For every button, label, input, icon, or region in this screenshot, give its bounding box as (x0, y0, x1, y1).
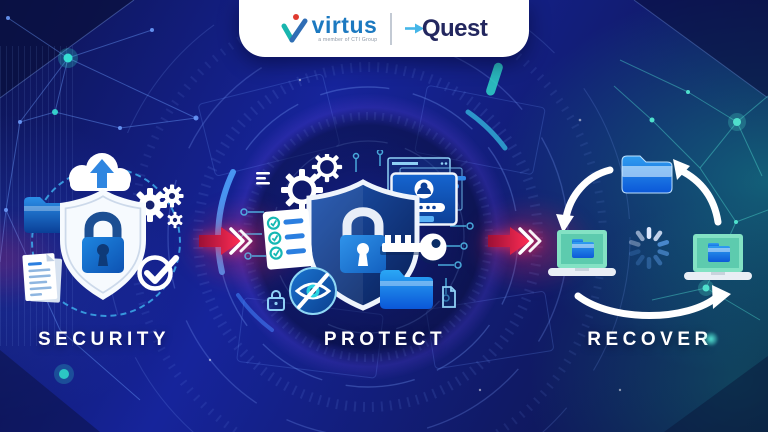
recovery-cycle-arrows-icon (556, 159, 731, 319)
document-outline-icon (442, 286, 456, 308)
laptop-folder-icon (548, 230, 616, 276)
virtus-tagline: a member of CTI Group (318, 37, 378, 43)
quest-arrow-icon (404, 23, 424, 34)
virtus-logo-icon (281, 14, 308, 43)
security-document-icon (22, 253, 63, 303)
privacy-eye-icon (289, 267, 337, 315)
quest-logo: Quest (404, 14, 488, 43)
stage-label-security: SECURITY (37, 329, 171, 350)
logo-banner: virtus a member of CTI Group Quest (239, 0, 529, 57)
protect-gears-icon (281, 154, 343, 210)
laptop-folder-icon (684, 234, 752, 280)
loading-spinner-icon (628, 227, 670, 269)
logo-divider (390, 12, 392, 45)
virtus-logo: virtus a member of CTI Group (281, 13, 378, 44)
security-shield-lock-icon (60, 189, 146, 300)
stage-label-protect: PROTECT (323, 329, 447, 350)
recover-folder-icon (621, 155, 673, 194)
flow-arrow-icon (488, 227, 542, 255)
flow-arrow-icon (199, 227, 253, 255)
quest-logo-text: Quest (421, 14, 488, 42)
check-circle-icon (137, 255, 179, 291)
glow-dot (704, 332, 718, 346)
virtus-logo-text: virtus (311, 12, 378, 38)
cloud-upload-icon (69, 153, 131, 191)
key-icon (380, 233, 447, 264)
padlock-outline-icon (267, 290, 285, 311)
menu-lines-icon (256, 172, 270, 185)
stage-label-recover: RECOVER (587, 329, 713, 350)
checklist-icon (262, 208, 314, 270)
protect-folder-icon (380, 270, 433, 309)
